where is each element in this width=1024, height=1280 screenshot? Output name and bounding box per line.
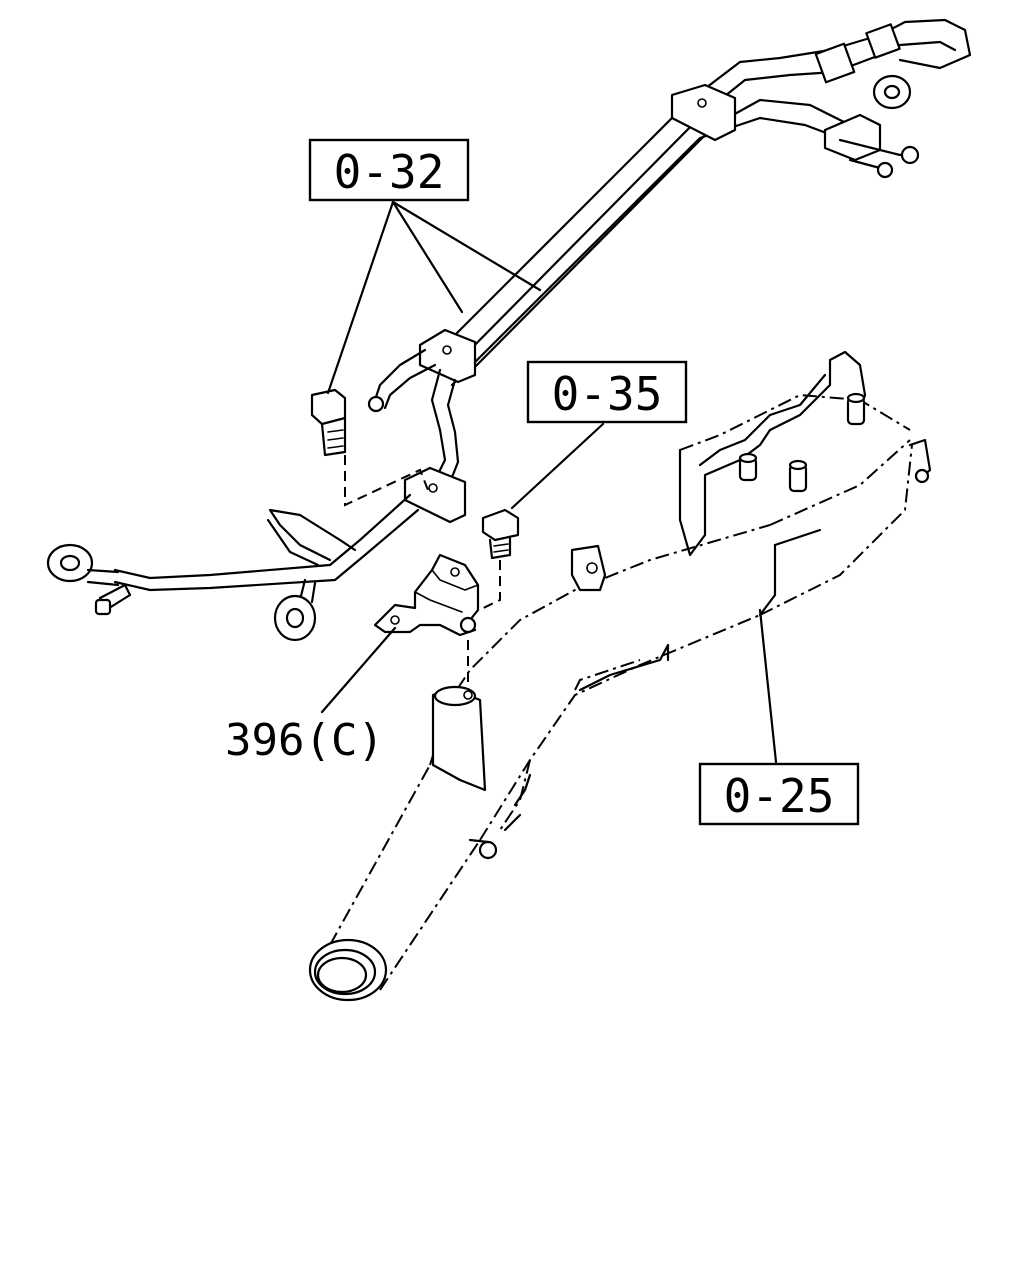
callout-0-35-text: 0-35 [552,367,663,421]
bolt-upper [310,388,347,457]
callout-0-32-text: 0-32 [334,145,445,199]
callout-0-25-box [698,762,860,826]
bolt-lower [481,508,520,560]
pipe-assembly [46,18,972,642]
callout-0-35: 0-35 [510,360,688,510]
callout-0-25: 0-25 [698,608,860,826]
callout-396c-text: 396(C) [225,715,384,766]
callout-396c: 396(C) [225,626,397,766]
bracket-396c [373,553,480,637]
callout-0-25-text: 0-25 [724,769,835,823]
callout-0-32-box [308,138,470,202]
callout-0-32: 0-32 [308,138,542,395]
intake-manifold [308,350,932,1002]
callout-0-35-box [526,360,688,424]
